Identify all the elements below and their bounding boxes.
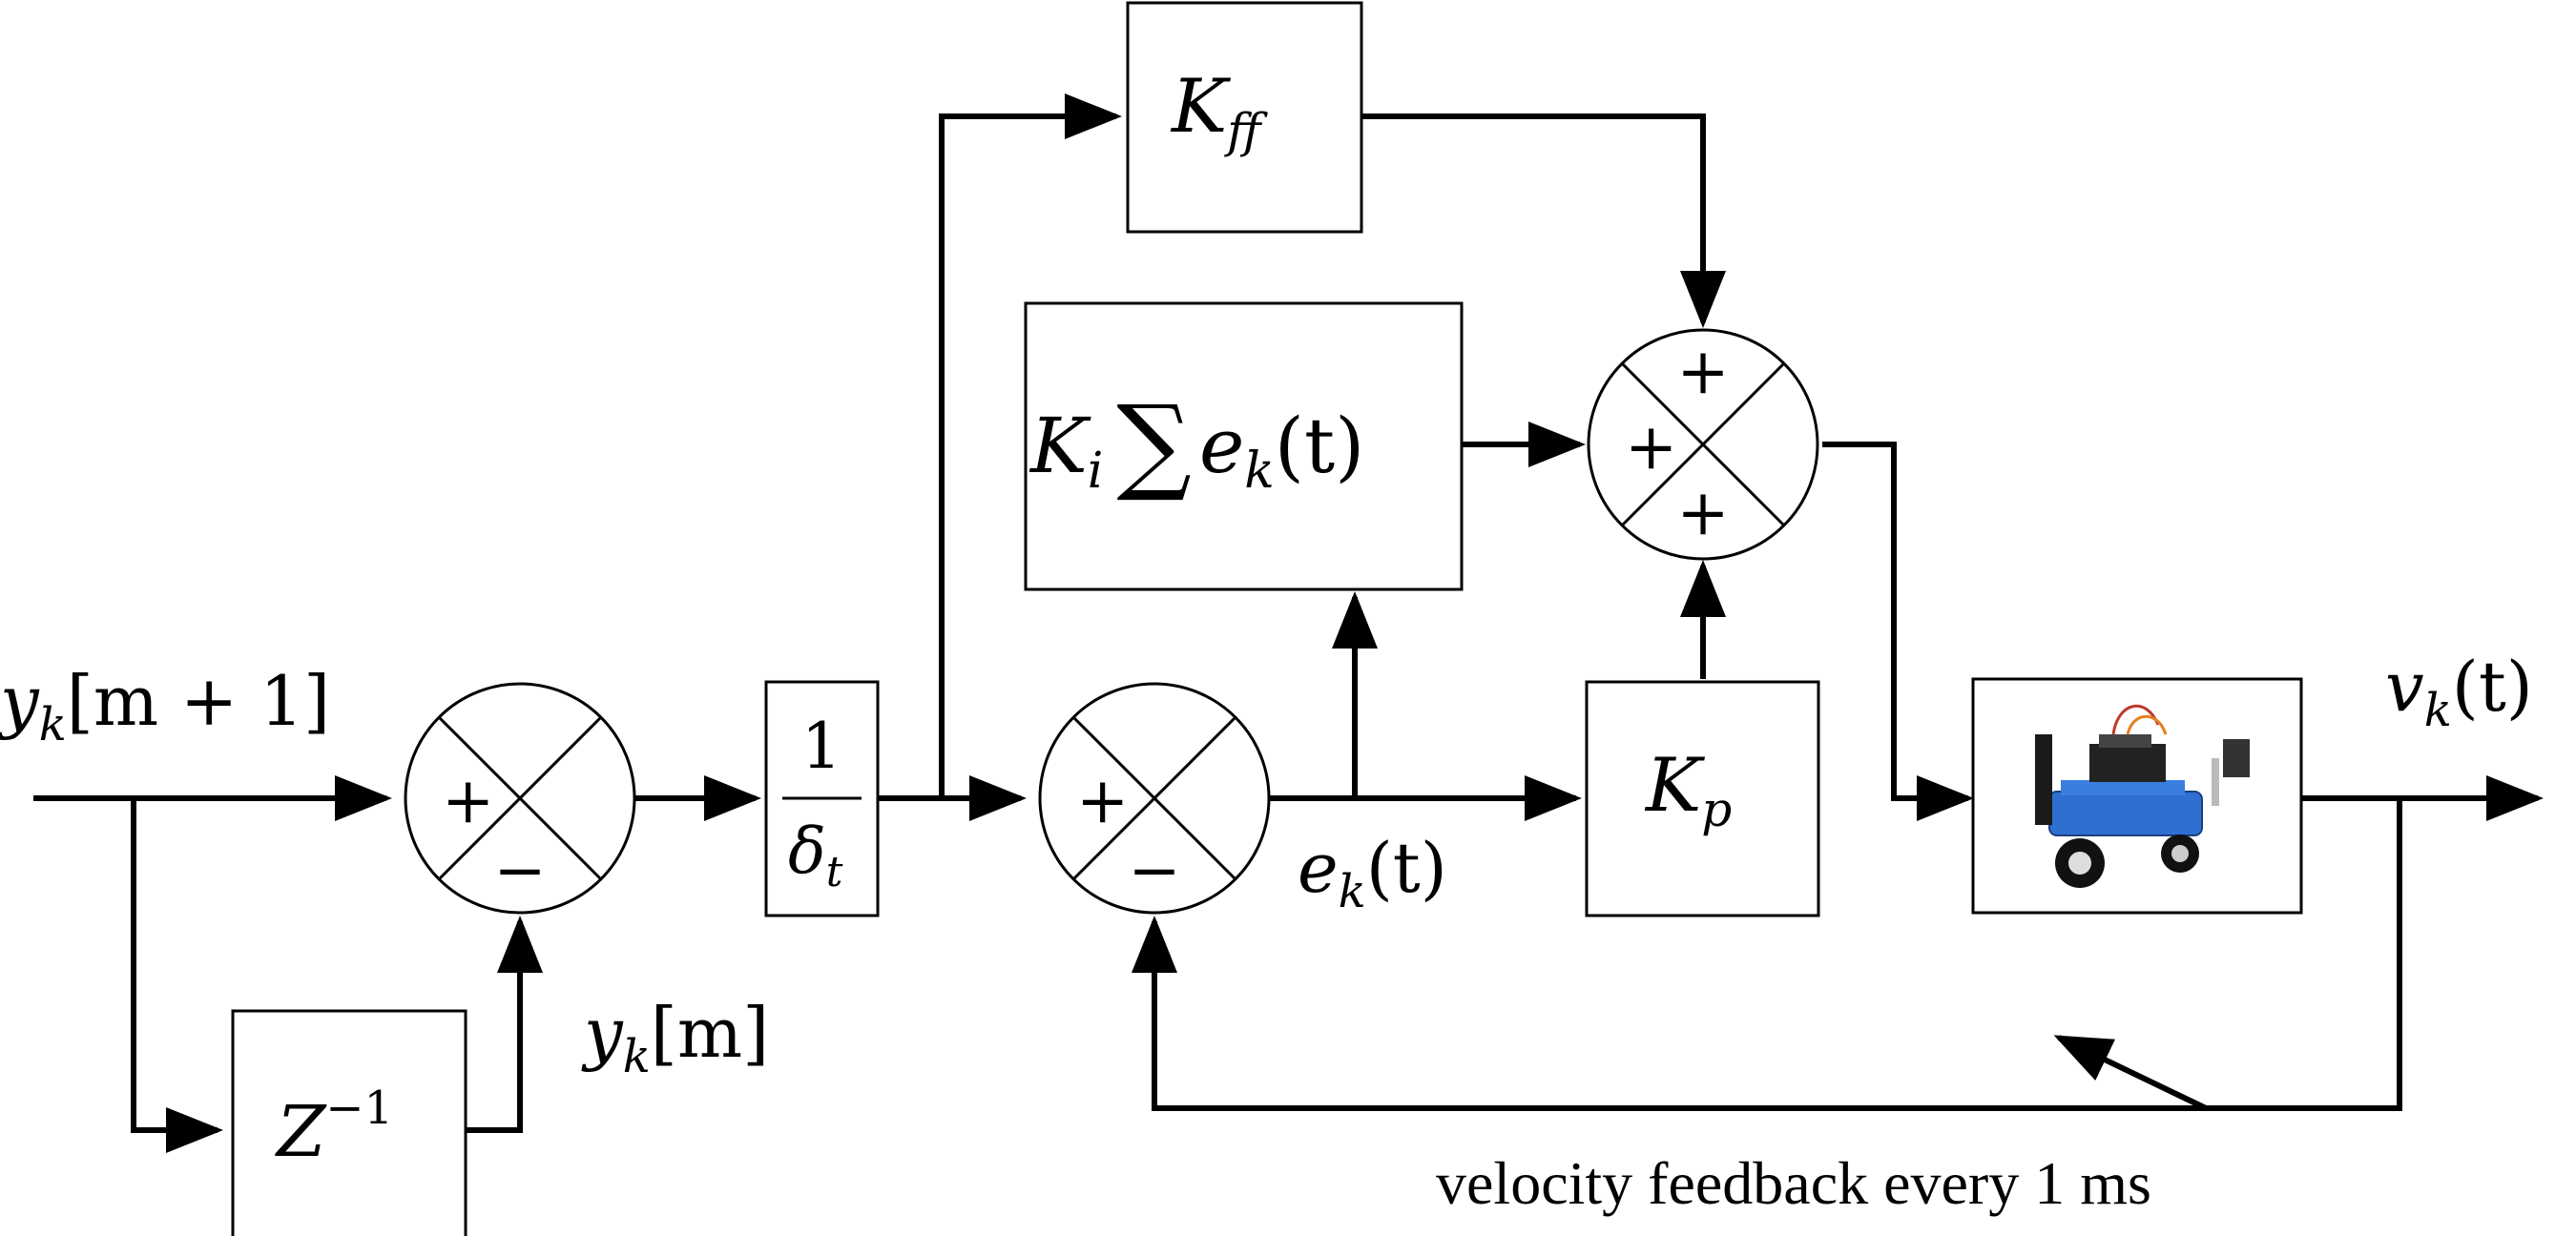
summer-3-plus-left: + xyxy=(1625,410,1677,484)
summing-junction-3: + + + xyxy=(1587,328,1819,561)
wire-kff-to-sum3 xyxy=(1361,113,1726,328)
feedforward-block-frame xyxy=(1126,1,1363,234)
proportional-block: Kp xyxy=(1585,680,1820,917)
plant-block xyxy=(1971,677,2303,915)
wire-velocity-feedback xyxy=(1132,798,2402,1111)
wire-delay-to-sum1 xyxy=(466,916,543,1133)
summer-3-plus-top: + xyxy=(1676,335,1729,408)
input-signal-label: yk[m + 1] xyxy=(0,661,330,752)
summer-3-plus-bottom: + xyxy=(1676,476,1729,549)
delayed-signal-label: yk[m] xyxy=(581,993,769,1083)
signal-wires xyxy=(33,93,2544,1153)
proportional-label: Kp xyxy=(1644,743,1732,837)
delay-block-frame xyxy=(231,1009,467,1236)
error-signal-label: ek(t) xyxy=(1298,828,1447,918)
derivative-denominator: δt xyxy=(788,814,843,896)
feedback-annotation: velocity feedback every 1 ms xyxy=(1436,1149,2151,1217)
summing-junction-2: + − xyxy=(1038,682,1271,915)
wire-input-to-delay xyxy=(131,798,223,1153)
summer-1-minus: − xyxy=(493,834,546,907)
proportional-block-frame xyxy=(1585,680,1820,917)
feedforward-label: Kff xyxy=(1170,64,1268,158)
output-signal-label: vk(t) xyxy=(2385,647,2533,737)
feedforward-block: Kff xyxy=(1126,1,1363,234)
delay-block-label: Z−1 xyxy=(275,1082,393,1173)
summer-1-plus: + xyxy=(442,764,494,837)
integral-block: Ki∑ek(t) xyxy=(1024,301,1464,591)
integral-label: Ki∑ek(t) xyxy=(1028,382,1364,505)
summer-2-plus: + xyxy=(1076,764,1129,837)
robot-car-photo xyxy=(2035,704,2250,888)
derivative-block: 1 δt xyxy=(764,680,880,917)
summing-junction-1: + − xyxy=(404,682,636,915)
derivative-numerator: 1 xyxy=(801,710,841,783)
summer-2-minus: − xyxy=(1128,834,1180,907)
wire-to-feedforward xyxy=(939,93,1122,798)
delay-block: Z−1 xyxy=(231,1009,467,1236)
wire-sum3-to-plant xyxy=(1822,442,1974,821)
integral-block-frame xyxy=(1024,301,1464,591)
feedback-annotation-arrow xyxy=(2053,1035,2208,1111)
